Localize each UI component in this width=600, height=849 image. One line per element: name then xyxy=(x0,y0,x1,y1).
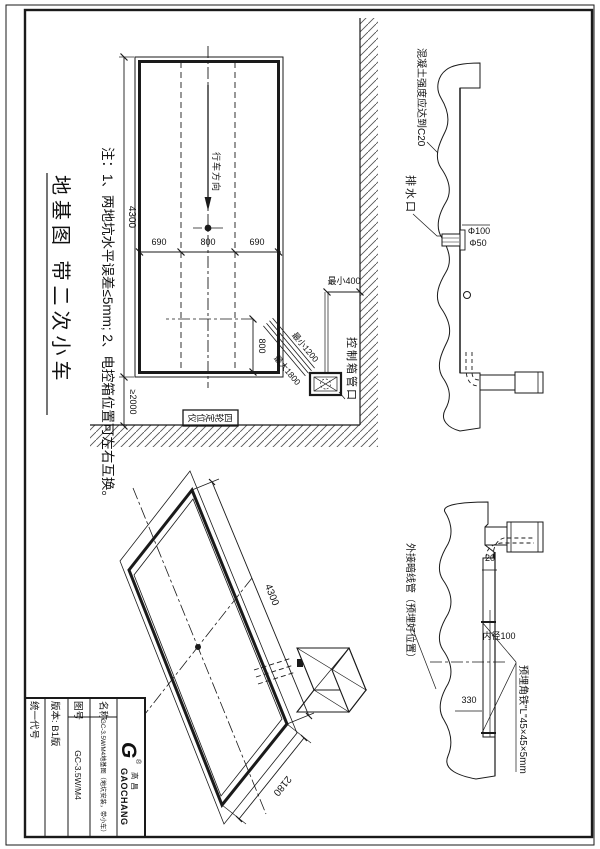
drain-label: 排水口 xyxy=(404,175,418,214)
unified-code-label: 统一代号 xyxy=(28,701,40,739)
title-block: G ® 高昌 GAOCHANG 名称 GC-3.5W/M4地基图（地坑安装，带小… xyxy=(24,697,146,838)
cover-dim: 20 xyxy=(485,553,495,563)
conduit-min-dim: 最小1200 xyxy=(290,330,321,364)
conduit-riser-detail xyxy=(484,526,508,546)
pit-outline xyxy=(134,56,284,378)
pit-frame xyxy=(138,60,280,374)
width-dim-2: 800 xyxy=(200,237,215,247)
notes: 注：1、两地坑水平误差≤5mm; 2、电控箱位置可左右互换。 地基图 带二次小车 xyxy=(46,147,115,504)
depth-dim: 330 xyxy=(461,695,476,705)
wheel-aligner-outline xyxy=(182,409,239,427)
drain-pipe xyxy=(441,233,461,247)
concrete-note: 混凝土强度应达到C20 xyxy=(415,48,428,147)
iso-width-dim: 2180 xyxy=(270,773,293,798)
wall-clearance-dim: ≥2000 xyxy=(128,390,138,415)
length-dim: 4300 xyxy=(126,206,137,229)
conduit-riser-side xyxy=(479,374,516,391)
plan-view: 行车方向 690 800 690 4300 ≥2000 800 最小1200 最… xyxy=(90,18,378,447)
brand-reg-mark: ® xyxy=(134,759,142,765)
center-point-iso xyxy=(195,644,201,650)
drain-dia-inner: Φ50 xyxy=(469,238,486,248)
sheet-frame xyxy=(5,4,595,846)
bore-dim: 内径100 xyxy=(482,630,515,641)
brand-en: GAOCHANG xyxy=(119,768,129,826)
conduit-detail-view: 20 内径100 预埋角铁"L"45×45×5mm 330 外接暗线管（预埋好位… xyxy=(404,501,544,780)
page-title: 地基图 带二次小车 xyxy=(49,175,72,386)
conduit-max-dim: 最大1800 xyxy=(272,353,303,387)
wheel-aligner-label: 四轮定位仪 xyxy=(188,412,233,423)
brand-cn: 高昌 xyxy=(130,772,140,793)
drive-direction-label: 行车方向 xyxy=(211,152,222,192)
drain-dia-outer: Φ100 xyxy=(468,226,490,236)
wall-hatch-right xyxy=(90,425,378,447)
brand-logo-icon: G xyxy=(117,742,140,758)
anchor-hole xyxy=(463,291,471,299)
drawing-no-label: 图号 xyxy=(72,701,83,720)
conduit-note: 外接暗线管（预埋好位置） xyxy=(404,543,417,663)
width-dim-3: 690 xyxy=(249,237,264,247)
note-line: 注：1、两地坑水平误差≤5mm; 2、电控箱位置可左右互换。 xyxy=(100,147,115,504)
drawing-no-value: GC-3.5W/M4 xyxy=(73,750,83,800)
drain-flange xyxy=(459,229,466,251)
side-section-view: Φ100 Φ50 混凝土强度应达到C20 排水口 xyxy=(404,48,544,432)
conduit-entry xyxy=(297,659,303,667)
isometric-view: 4300 2180 xyxy=(119,470,368,825)
iso-length-dim: 4300 xyxy=(262,583,281,608)
conduit-port-label: 控制箱管口 xyxy=(345,337,359,402)
wall-hatch-top xyxy=(360,18,378,447)
min-wall-dim: 最小400 xyxy=(327,276,360,286)
version-label: 版本: B1版 xyxy=(49,701,61,747)
angle-iron-note: 预埋角铁"L"45×45×5mm xyxy=(517,665,530,774)
end-offset-dim: 800 xyxy=(257,338,267,353)
name-label: 名称 xyxy=(97,701,109,721)
width-dim-1: 690 xyxy=(151,237,166,247)
name-value: GC-3.5W/M4地基图（地坑安装，带小车） xyxy=(99,719,107,836)
